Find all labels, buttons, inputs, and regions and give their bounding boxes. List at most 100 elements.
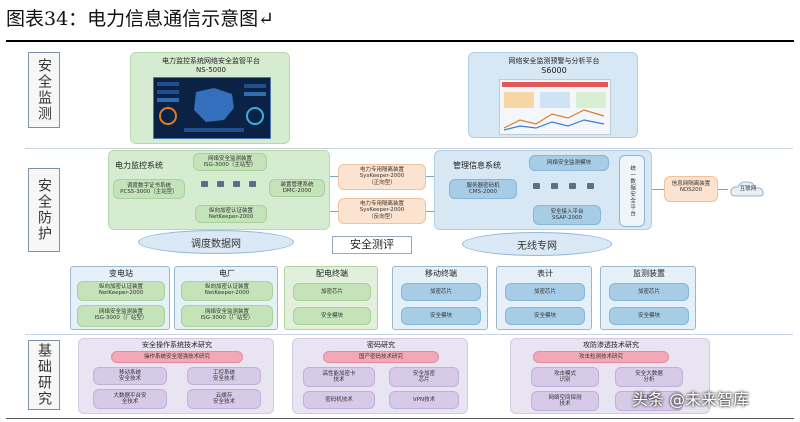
isolation-forward-box: 电力专用隔离装置 SysKeeper-2000 （正向型） xyxy=(338,164,426,190)
dashboard-screen-light xyxy=(499,79,611,135)
research-header: 操作系统安全增强技术研究 xyxy=(111,351,243,363)
terminal-monitor-device: 监测装置 加密芯片 安全模块 xyxy=(600,266,696,330)
crypto-box: 服务器密码机 CMS-2000 xyxy=(449,179,517,199)
assessment-label: 安全测评 xyxy=(332,236,412,254)
isolation-reverse-type: （反向型） xyxy=(368,213,396,220)
research-item: 工控... xyxy=(615,391,683,411)
terminal-item: 网络安全监测装置 ISG-3000（厂站型） xyxy=(181,305,273,327)
research-item-text: VPN技术 xyxy=(412,397,436,403)
terminal-substation: 变电站 纵向加密认证装置 NetKeeper-2000 网络安全监测装置 ISG… xyxy=(70,266,170,330)
monitor-left-model: NS-5000 xyxy=(195,66,227,74)
dispatch-cert-box: 调度数字证书系统 PCS5-3000（主站型） xyxy=(113,179,185,199)
terminal-item-text: 安全模块 xyxy=(533,313,556,319)
terminal-item-text: 纵向加密认证装置 NetKeeper-2000 xyxy=(98,284,144,297)
auth-device-box: 纵向加密认证装置 NetKeeper-2000 xyxy=(195,205,267,223)
server-icon xyxy=(587,183,594,189)
row-label-protect: 安全防护 xyxy=(28,168,60,252)
research-crypto-title: 密码研究 xyxy=(367,341,395,349)
research-item: 网络空间探测 技术 xyxy=(531,391,599,411)
dashboard-graphic xyxy=(157,82,266,132)
terminal-item-text: 安全模块 xyxy=(637,313,660,319)
terminal-item-text: 网络安全监测装置 ISG-3000（厂站型） xyxy=(94,309,148,322)
auth-device-model: NetKeeper-2000 xyxy=(208,214,254,221)
access-label: 安全接入平台 xyxy=(550,209,584,215)
terminal-item: 网络安全监测装置 ISG-3000（厂站型） xyxy=(77,305,165,327)
terminal-plant-title: 电厂 xyxy=(219,269,235,278)
arrow-forward xyxy=(330,176,338,177)
isolation-reverse-title: 电力专用隔离装置 xyxy=(359,201,404,207)
terminal-item: 加密芯片 xyxy=(401,283,481,301)
terminal-item: 安全模块 xyxy=(505,307,585,325)
research-item: 云缓存 安全技术 xyxy=(187,389,261,409)
dispatch-cert-model: PCS5-3000（主站型） xyxy=(120,189,178,196)
terminal-item: 加密芯片 xyxy=(609,283,689,301)
net-device-model: ISG-3000（主站型） xyxy=(203,162,257,169)
server-icon xyxy=(249,181,256,187)
unified-platform-box: 统一数据安全平台 xyxy=(619,155,645,227)
research-attack-title: 攻防渗透技术研究 xyxy=(583,341,639,349)
terminal-item: 安全模块 xyxy=(401,307,481,325)
research-item: 密码机技术 xyxy=(303,391,375,409)
research-item: 工控系统 安全技术 xyxy=(187,367,261,385)
power-monitor-title: 电力监控系统 xyxy=(115,161,163,170)
gateway-label: 信息网隔离装置 xyxy=(671,181,711,187)
mgmt-title: 管理信息系统 xyxy=(453,161,501,170)
research-item-text: 工控系统 安全技术 xyxy=(212,370,235,383)
unified-platform-label: 统一数据安全平台 xyxy=(629,165,636,217)
research-item: 安全大数据 分析 xyxy=(615,367,683,387)
terminal-distribution-title: 配电终端 xyxy=(316,269,348,278)
crypto-model: CMS-2000 xyxy=(468,189,498,196)
dashboard-screen-dark xyxy=(153,77,271,139)
mgmt-panel: 管理信息系统 网络安全监测模块 服务器密码机 CMS-2000 安全接入平台 S… xyxy=(434,150,652,230)
terminal-mobile: 移动终端 加密芯片 安全模块 xyxy=(392,266,488,330)
terminal-item: 安全模块 xyxy=(293,307,371,325)
title-rule xyxy=(6,40,794,42)
research-item-text: 高性能加密卡 技术 xyxy=(322,371,356,384)
terminal-item: 安全模块 xyxy=(609,307,689,325)
research-header: 攻击检测技术研究 xyxy=(533,351,669,363)
terminal-item: 纵向加密认证装置 NetKeeper-2000 xyxy=(181,281,273,301)
research-header-text: 攻击检测技术研究 xyxy=(578,354,623,360)
terminal-substation-title: 变电站 xyxy=(109,269,133,278)
terminal-item-text: 加密芯片 xyxy=(320,289,343,295)
isolation-reverse-model: SysKeeper-2000 xyxy=(359,207,405,214)
row-divider-1 xyxy=(25,148,793,149)
research-item: 移动系统 安全技术 xyxy=(93,367,167,385)
arrow-reverse-out xyxy=(426,211,434,212)
research-header-text: 国产密码技术研究 xyxy=(358,354,403,360)
bottom-rule xyxy=(6,418,794,419)
server-icon xyxy=(233,181,240,187)
research-item-text: 云缓存 安全技术 xyxy=(212,393,235,406)
research-os-panel: 安全操作系统技术研究 操作系统安全增强技术研究 移动系统 安全技术 工控系统 安… xyxy=(78,338,274,414)
device-mgmt-box: 装置管理系统 DMC-2000 xyxy=(269,179,325,197)
monitor-left-panel: 电力监控系统网络安全监管平台 NS-5000 xyxy=(130,52,290,144)
terminal-distribution: 配电终端 加密芯片 安全模块 xyxy=(284,266,378,330)
terminal-item-text: 纵向加密认证装置 NetKeeper-2000 xyxy=(204,284,250,297)
isolation-forward-title: 电力专用隔离装置 xyxy=(359,167,404,173)
gateway-model: NDS200 xyxy=(679,187,703,194)
terminal-item-text: 安全模块 xyxy=(320,313,343,319)
terminal-item-text: 加密芯片 xyxy=(429,289,452,295)
device-mgmt-label: 装置管理系统 xyxy=(280,182,314,188)
research-item-text: 攻击模式 识别 xyxy=(553,371,576,384)
research-item: 安全加密 芯片 xyxy=(389,367,459,387)
wireless-network-oval: 无线专网 xyxy=(462,232,612,256)
research-header: 国产密码技术研究 xyxy=(323,351,439,363)
crypto-label: 服务器密码机 xyxy=(466,183,500,189)
research-item-text: 移动系统 安全技术 xyxy=(118,370,141,383)
internet-label: 互联网 xyxy=(739,186,757,192)
dispatch-network-oval: 调度数据网 xyxy=(138,230,294,254)
terminal-item-text: 加密芯片 xyxy=(533,289,556,295)
gateway-box: 信息网隔离装置 NDS200 xyxy=(664,176,718,202)
arrow-forward-out xyxy=(426,176,434,177)
auth-device-label: 纵向加密认证装置 xyxy=(208,208,253,214)
terminal-monitor-device-title: 监测装置 xyxy=(633,269,665,278)
terminal-plant: 电厂 纵向加密认证装置 NetKeeper-2000 网络安全监测装置 ISG-… xyxy=(174,266,278,330)
terminal-item-text: 安全模块 xyxy=(429,313,452,319)
net-module-box: 网络安全监测模块 xyxy=(529,155,609,171)
terminal-item: 加密芯片 xyxy=(293,283,371,301)
power-monitor-panel: 电力监控系统 网络安全监测装置 ISG-3000（主站型） 调度数字证书系统 P… xyxy=(108,150,330,230)
research-item: 大数据平台安 全技术 xyxy=(93,389,167,409)
terminal-item-text: 加密芯片 xyxy=(637,289,660,295)
server-icon xyxy=(533,183,540,189)
